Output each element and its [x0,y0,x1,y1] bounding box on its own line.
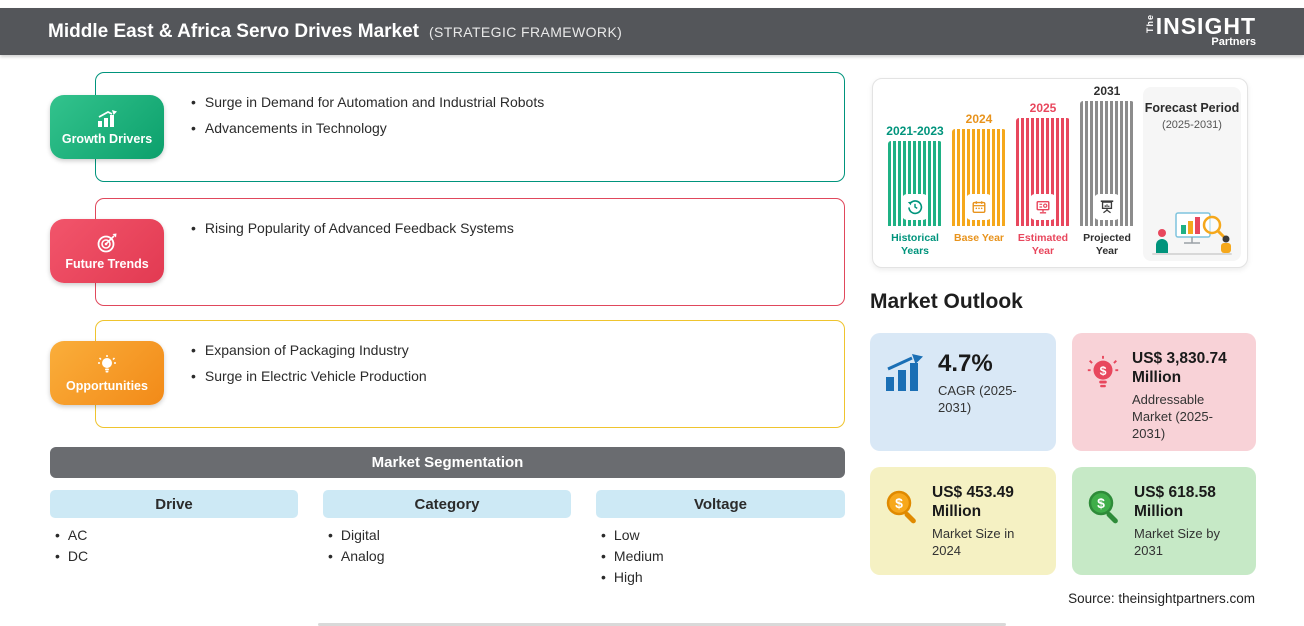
forecast-period-title: Forecast Period [1144,101,1240,115]
timeline-caption: Historical Years [891,232,939,257]
list-item: Expansion of Packaging Industry [191,342,824,358]
segmentation-column-category: Category [323,490,571,518]
future-trends-list: Rising Popularity of Advanced Feedback S… [96,199,844,236]
stat-label: CAGR (2025-2031) [938,383,1017,415]
magnifier-dollar-icon: $ [1088,490,1118,524]
addressable-market-card: $ US$ 3,830.74 Million Addressable Marke… [1072,333,1256,451]
badge-label: Growth Drivers [61,131,153,146]
stat-text: US$ 3,830.74 Million Addressable Market … [1132,349,1244,442]
target-icon [97,233,117,252]
magnifier-dollar-icon: $ [886,490,916,524]
timeline-year-label: 2025 [1029,101,1057,115]
growth-drivers-badge: Growth Drivers [50,95,164,159]
badge-label: Opportunities [66,378,148,393]
growth-drivers-box: Surge in Demand for Automation and Indus… [95,72,845,182]
svg-text:$: $ [1097,495,1105,511]
list-item: Rising Popularity of Advanced Feedback S… [191,220,824,236]
timeline-year-label: 2024 [965,112,993,126]
analytics-illustration [1152,212,1232,255]
forecast-period-range: (2025-2031) [1162,118,1222,131]
voltage-items-list: Low Medium High [601,525,664,588]
list-item: Advancements in Technology [191,120,824,136]
bar-chart-growth-icon [98,109,117,127]
monitor-icon [1030,194,1056,220]
stat-text: 4.7% CAGR (2025-2031) [938,349,1044,417]
opportunities-list: Expansion of Packaging Industry Surge in… [96,321,844,384]
timeline-bar [952,129,1006,226]
list-item: AC [55,525,88,546]
forecast-period-panel: Forecast Period (2025-2031) [1143,87,1241,261]
list-item: Low [601,525,664,546]
bulb-dollar-icon: $ [1087,355,1119,388]
list-item: DC [55,546,88,567]
drive-items-list: AC DC [55,525,88,567]
timeline-caption: Projected Year [1083,232,1131,257]
logo-insight-text: INSIGHT [1155,13,1256,39]
stat-text: US$ 453.49 Million Market Size in 2024 [932,483,1044,560]
header-bar: Middle East & Africa Servo Drives Market… [0,8,1304,55]
source-note: Source: theinsightpartners.com [1068,591,1255,606]
stat-label: Market Size in 2024 [932,525,1015,558]
history-icon [902,194,928,220]
badge-label: Future Trends [65,256,149,271]
segmentation-title-bar: Market Segmentation [50,447,845,478]
stat-label: Market Size by 2031 [1134,525,1220,558]
timeline-bar [888,141,942,226]
calendar-icon [966,194,992,220]
opportunities-badge: Opportunities [50,341,164,405]
projector-screen-icon [1094,194,1120,220]
brand-logo: The INSIGHT Partners [1144,13,1256,48]
stat-label: Addressable Market (2025-2031) [1132,391,1213,441]
timeline-year-label: 2021-2023 [886,124,944,138]
future-trends-badge: Future Trends [50,219,164,283]
segmentation-column-drive: Drive [50,490,298,518]
svg-text:$: $ [1100,364,1107,378]
lightbulb-icon [98,354,116,372]
timeline-caption: Estimated Year [1017,232,1069,257]
market-size-2031-card: $ US$ 618.58 Million Market Size by 2031 [1072,467,1256,575]
opportunities-box: Expansion of Packaging Industry Surge in… [95,320,845,428]
page-title: Middle East & Africa Servo Drives Market [48,20,419,42]
stat-text: US$ 618.58 Million Market Size by 2031 [1134,483,1244,560]
list-item: Analog [328,546,385,567]
category-items-list: Digital Analog [328,525,385,567]
page-subtitle: (STRATEGIC FRAMEWORK) [429,23,623,40]
timeline-card: 2021-2023 Historical Years 2024 Base Yea… [872,78,1248,268]
list-item: Surge in Demand for Automation and Indus… [191,94,824,110]
timeline-bar [1016,118,1070,226]
brand-logo-row: The INSIGHT [1144,13,1256,39]
market-outlook-title: Market Outlook [870,290,1023,313]
stat-value: US$ 453.49 Million [932,484,1014,521]
logo-partners-text: Partners [1211,36,1256,48]
segmentation-column-voltage: Voltage [596,490,845,518]
list-item: Medium [601,546,664,567]
cagr-card: 4.7% CAGR (2025-2031) [870,333,1056,451]
timeline-bar [1080,101,1134,226]
horizontal-scrollbar[interactable] [318,623,1006,626]
timeline-caption: Base Year [953,232,1005,244]
svg-text:$: $ [895,495,903,511]
growth-drivers-list: Surge in Demand for Automation and Indus… [96,73,844,136]
stat-value: US$ 618.58 Million [1134,484,1216,521]
list-item: High [601,567,664,588]
stat-value: US$ 3,830.74 Million [1132,350,1227,387]
logo-the-text: The [1144,13,1155,33]
list-item: Digital [328,525,385,546]
list-item: Surge in Electric Vehicle Production [191,368,824,384]
stat-value: 4.7% [938,350,993,377]
growth-chart-icon [886,354,923,391]
future-trends-box: Rising Popularity of Advanced Feedback S… [95,198,845,306]
market-size-2024-card: $ US$ 453.49 Million Market Size in 2024 [870,467,1056,575]
timeline-year-label: 2031 [1093,84,1121,98]
